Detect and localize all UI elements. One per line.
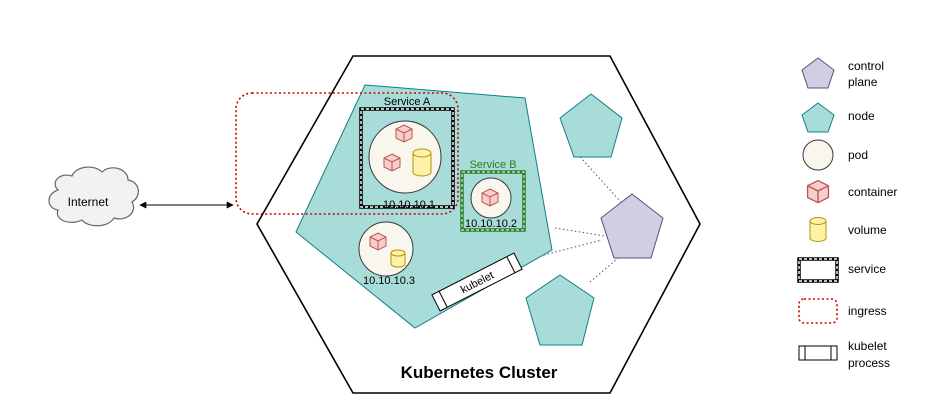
container-icon <box>395 124 413 143</box>
legend-ingress-label: ingress <box>848 304 887 318</box>
legend: control plane node pod container volume … <box>797 57 897 370</box>
legend-pod-icon <box>802 139 834 171</box>
internet-label: Internet <box>68 195 109 209</box>
cluster-title: Kubernetes Cluster <box>401 363 558 382</box>
pod-b: 10.10.10.2 <box>465 177 517 230</box>
container-icon <box>481 188 499 207</box>
ingress-box <box>235 92 459 215</box>
legend-container-icon <box>806 179 830 204</box>
legend-kubelet-label-2: process <box>848 356 890 370</box>
pod-c: 10.10.10.3 <box>358 221 415 287</box>
legend-control-plane-label-1: control <box>848 59 884 73</box>
internet-cloud: Internet <box>48 166 139 227</box>
service-a: Service A <box>359 96 455 209</box>
pod-c-ip: 10.10.10.3 <box>363 275 415 287</box>
legend-node-icon <box>801 102 835 133</box>
legend-volume-icon <box>809 217 827 242</box>
legend-pod-label: pod <box>848 148 868 162</box>
pod-a: 10.10.10.1 <box>368 120 442 211</box>
legend-service-label: service <box>848 262 886 276</box>
service-b-label: Service B <box>469 159 516 171</box>
legend-service-icon <box>797 257 839 283</box>
legend-kubelet-label-1: kubelet <box>848 339 887 353</box>
worker-node-bottom <box>525 274 595 346</box>
legend-ingress-icon <box>798 298 838 324</box>
volume-icon <box>412 148 432 177</box>
legend-node-label: node <box>848 109 875 123</box>
control-plane <box>600 193 664 259</box>
legend-container-label: container <box>848 185 897 199</box>
service-b: Service B <box>460 159 526 232</box>
volume-icon <box>390 249 406 268</box>
legend-control-plane-label-2: plane <box>848 75 878 89</box>
pod-a-ip: 10.10.10.1 <box>383 199 435 211</box>
legend-kubelet-icon <box>798 345 838 361</box>
legend-volume-label: volume <box>848 223 887 237</box>
pod-b-ip: 10.10.10.2 <box>465 218 517 230</box>
worker-node-top <box>559 93 623 158</box>
container-icon <box>369 232 387 251</box>
legend-control-plane-icon <box>801 57 835 89</box>
service-a-label: Service A <box>384 96 431 108</box>
container-icon <box>383 153 401 172</box>
